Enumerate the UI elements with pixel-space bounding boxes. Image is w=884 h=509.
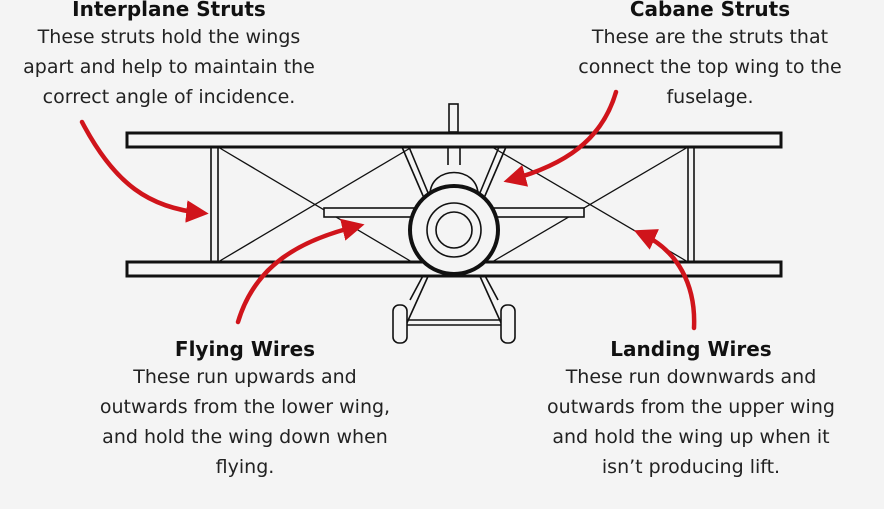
interplane-line: These struts hold the wings — [37, 26, 301, 48]
interplane-description: These struts hold the wings apart and he… — [0, 22, 338, 112]
cabane-line: fuselage. — [666, 86, 754, 108]
cabane-description: These are the struts that connect the to… — [545, 22, 875, 112]
label-interplane-struts: Interplane Struts These struts hold the … — [0, 0, 338, 112]
top-wing — [125, 131, 783, 149]
cabane-line: These are the struts that — [591, 26, 829, 48]
landing-line: These run downwards and — [565, 366, 817, 388]
interplane-line: correct angle of incidence. — [42, 86, 296, 108]
arrow-interplane — [79, 119, 209, 223]
flying-line: and hold the wing down when — [102, 426, 388, 448]
landing-line: isn’t producing lift. — [601, 456, 781, 478]
flying-title: Flying Wires — [174, 337, 316, 361]
label-landing-wires: Landing Wires These run downwards and ou… — [520, 336, 862, 482]
landing-description: These run downwards and outwards from th… — [520, 362, 862, 482]
propeller-hub — [435, 211, 473, 249]
arrow-landing — [633, 229, 697, 331]
cabane-title: Cabane Struts — [629, 0, 791, 21]
wires-left — [217, 146, 413, 263]
landing-title: Landing Wires — [610, 337, 772, 361]
wheel-left — [392, 304, 408, 344]
landing-gear — [392, 271, 516, 344]
label-flying-wires: Flying Wires These run upwards and outwa… — [90, 336, 400, 482]
wheel-right — [500, 304, 516, 344]
interplane-strut-left — [210, 147, 219, 262]
landing-line: and hold the wing up when it — [552, 426, 830, 448]
arrow-cabane — [503, 89, 619, 187]
flying-line: outwards from the lower wing, — [99, 396, 391, 418]
interplane-strut-right — [687, 147, 695, 262]
flying-line: These run upwards and — [133, 366, 357, 388]
tail-fin — [448, 103, 459, 133]
interplane-line: apart and help to maintain the — [23, 56, 315, 78]
engine-ring — [426, 202, 482, 258]
flying-description: These run upwards and outwards from the … — [90, 362, 400, 482]
flying-line: flying. — [215, 456, 275, 478]
arrow-flying — [235, 218, 365, 325]
label-cabane-struts: Cabane Struts These are the struts that … — [545, 0, 875, 112]
landing-line: outwards from the upper wing — [547, 396, 835, 418]
cabane-line: connect the top wing to the — [578, 56, 842, 78]
engine-cowling — [408, 184, 500, 276]
interplane-title: Interplane Struts — [72, 0, 266, 21]
